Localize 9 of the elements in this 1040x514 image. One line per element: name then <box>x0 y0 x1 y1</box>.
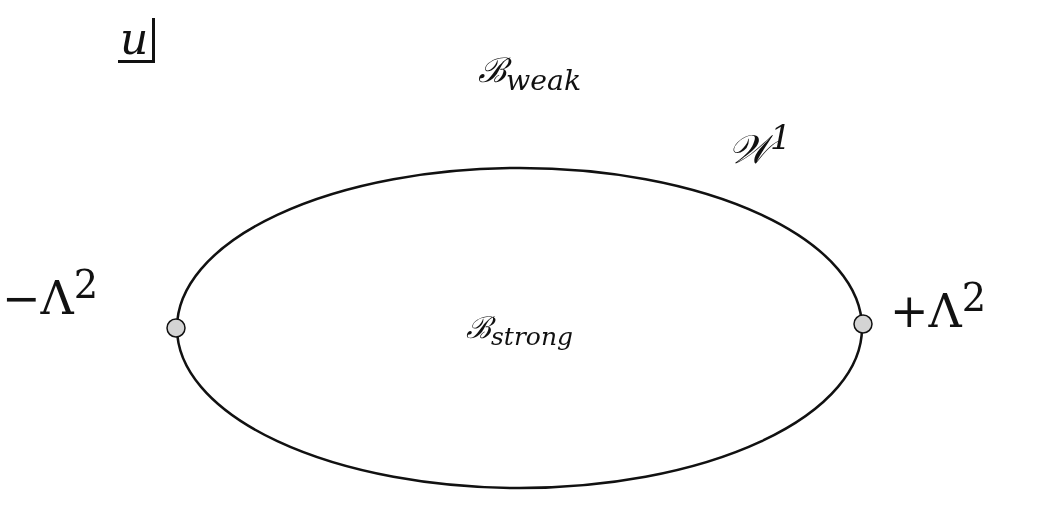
point-label: +Λ$^{2}$ <box>890 275 987 339</box>
point-marker <box>853 314 873 334</box>
region-ellipse <box>176 167 863 489</box>
region-label: ℬ$_{weak}$ <box>478 49 582 97</box>
point-marker <box>166 318 186 338</box>
point-label: −Λ$^{2}$ <box>2 262 99 326</box>
variable-label: u <box>118 18 156 63</box>
region-label: 𝒲$^{1}$ <box>728 118 792 174</box>
region-label: ℬ$_{strong}$ <box>466 308 573 351</box>
